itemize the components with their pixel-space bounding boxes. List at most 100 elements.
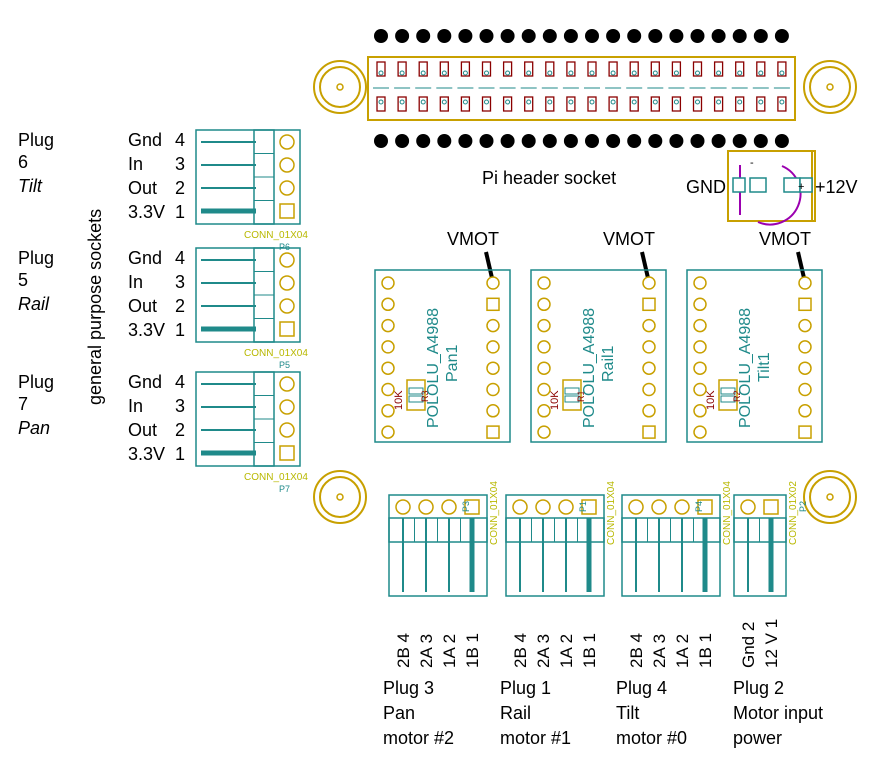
header-hole: [716, 70, 722, 76]
motor-pin-label: 1B 1: [580, 633, 599, 668]
header-bottom-pin-number: 5: [632, 138, 637, 147]
header-top-pin-number: 6: [526, 33, 531, 42]
driver-right-pad: [642, 404, 656, 418]
pin-number-badge: [458, 134, 473, 148]
driver-name: Tilt1: [756, 352, 773, 382]
gp-pin-number: 3: [175, 272, 185, 292]
motor-square-pad: [763, 499, 779, 515]
motor-round-pad: [395, 499, 411, 515]
gp-connector-name: CONN_01X04: [244, 230, 308, 241]
driver-right-pad: [798, 318, 812, 333]
gp-pin-name: 3.3V: [128, 202, 165, 222]
gp-pin-number: 2: [175, 296, 185, 316]
header-hole: [526, 70, 532, 76]
pin-number-badge: [627, 29, 642, 43]
header-pad: [629, 61, 639, 77]
header-top-pin-number: 10: [461, 33, 470, 42]
mounting-hole-top-right: [803, 60, 857, 114]
gp-round-pad: [279, 252, 295, 268]
header-hole: [547, 99, 553, 105]
header-bottom-pin-number: 9: [463, 138, 468, 147]
gp-connector-name: CONN_01X04: [244, 348, 308, 359]
gp-plug-name: Rail: [18, 294, 50, 314]
motor-pin-label: 1A 2: [440, 634, 459, 668]
driver-right-pad: [798, 340, 812, 354]
motor-pin-label: 2A 3: [534, 634, 553, 668]
gp-pin-name: Gnd: [128, 130, 162, 150]
pin-number-badge: [774, 134, 789, 148]
resistor-pad: [408, 387, 424, 395]
header-hole: [758, 99, 764, 105]
pin-number-badge: [690, 134, 705, 148]
driver-right-square-pad: [798, 297, 812, 312]
driver-right-pad: [642, 276, 656, 290]
gp-pin-number: 3: [175, 396, 185, 416]
motor-plug-outline: [388, 494, 488, 597]
driver-right-pad: [486, 404, 500, 418]
gp-plug-name: Pan: [18, 418, 50, 438]
gp-pin-name: Gnd: [128, 248, 162, 268]
header-bottom-pin-number: 9: [674, 138, 679, 147]
header-hole: [378, 70, 384, 76]
header-pad: [671, 61, 682, 77]
header-hole: [568, 99, 574, 105]
pin-number-badge: [732, 29, 747, 43]
header-bottom-pin-number: 9: [780, 138, 785, 147]
pin-number-badge: [374, 134, 388, 148]
header-hole: [631, 99, 637, 105]
driver-left-pad: [537, 340, 551, 354]
header-hole: [526, 99, 532, 105]
motor-pin-label: 1B 1: [463, 633, 482, 668]
driver-right-pad: [642, 382, 656, 397]
motor-round-pad: [628, 499, 644, 515]
driver-outline: [686, 269, 823, 443]
driver-left-pad: [693, 425, 707, 439]
motor-plug-caption: Tilt: [616, 703, 639, 723]
pin-number-badge: [606, 134, 621, 148]
driver-right-pad: [486, 276, 500, 290]
driver-name: Pan1: [444, 345, 461, 382]
driver-right-square-pad: [798, 425, 812, 439]
motor-plug-caption: Plug 4: [616, 678, 667, 698]
gp-pin-number: 1: [175, 320, 185, 340]
driver-right-pad: [486, 382, 500, 397]
pin-number-badge: [627, 134, 642, 148]
header-hole: [547, 70, 553, 76]
header-bottom-pin-number: 1: [484, 138, 489, 147]
header-hole: [462, 99, 468, 105]
header-bottom-pin-number: 5: [737, 138, 742, 147]
header-bottom-pin-number: 7: [653, 138, 658, 147]
resistor-value: 10K: [705, 390, 717, 410]
motor-round-pad: [651, 499, 667, 515]
header-bottom-pin-number: 1: [379, 138, 384, 147]
driver-footprint: POLOLU_A4988: [737, 308, 754, 428]
header-hole: [441, 70, 447, 76]
header-pad: [545, 61, 555, 77]
motor-plug-caption: motor #2: [383, 728, 454, 748]
motor-pin-label: 12 V 1: [762, 619, 781, 668]
resistor-ref: R3: [420, 390, 430, 402]
gp-pin-number: 1: [175, 444, 185, 464]
driver-right-pad: [642, 318, 656, 333]
header-hole: [399, 70, 405, 76]
pin-number-badge: [500, 29, 515, 43]
motor-square-pad: [697, 499, 713, 515]
resistor-outline: [562, 379, 582, 411]
header-top-pin-number: 8: [548, 33, 553, 42]
gp-square-pad: [279, 321, 295, 337]
pin-number-badge: [479, 134, 494, 148]
driver-right-pad: [642, 361, 656, 375]
motor-pin-label: 2A 3: [650, 634, 669, 668]
header-pad: [481, 61, 492, 77]
driver-left-pad: [381, 382, 395, 397]
motor-round-pad: [418, 499, 434, 515]
driver-left-pad: [693, 361, 707, 375]
resistor-value: 10K: [549, 390, 561, 410]
motor-pin-label: 1B 1: [696, 633, 715, 668]
motor-plug-caption: Plug 2: [733, 678, 784, 698]
